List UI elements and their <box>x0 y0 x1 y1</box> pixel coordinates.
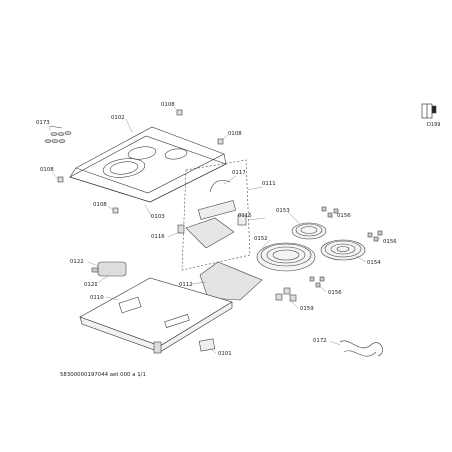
part-label: 0103 <box>151 214 165 220</box>
power-connector-0121 <box>91 261 127 277</box>
part-label: 0152 <box>254 236 268 242</box>
part-label: 0156 <box>337 213 351 219</box>
clip-0108-d <box>112 207 119 214</box>
connection-cables-0172 <box>339 340 383 357</box>
part-label: 0172 <box>313 338 327 344</box>
part-label: 0154 <box>367 260 381 266</box>
glass-ceramic-top <box>69 126 227 203</box>
housing-tray-0110 <box>79 277 233 354</box>
part-label: 0102 <box>111 115 125 121</box>
part-label: 0156 <box>383 239 397 245</box>
part-label: 0108 <box>40 167 54 173</box>
part-label: 0108 <box>161 102 175 108</box>
mounting-bracket-0112 <box>199 261 263 301</box>
document-id: 58300000197044 aet 000 a 1/1 <box>60 372 146 378</box>
terminal-blocks-0159 <box>275 287 297 302</box>
logo-code: D199 <box>427 122 441 128</box>
part-label: 0101 <box>218 351 232 357</box>
part-label: 0108 <box>228 131 242 137</box>
part-label: 0116 <box>151 234 165 240</box>
part-label: 0111 <box>262 181 276 187</box>
part-label: 0112 <box>179 282 193 288</box>
control-module-group <box>177 159 251 271</box>
document-card-0101 <box>198 338 216 352</box>
clip-0108-b <box>217 138 224 145</box>
leader-lines <box>48 106 381 354</box>
part-label: 0156 <box>328 290 342 296</box>
part-label: 0121 <box>84 282 98 288</box>
clip-0108-a <box>176 109 183 116</box>
part-label: 0153 <box>276 208 290 214</box>
part-label: 0110 <box>90 295 104 301</box>
heating-element-medium <box>320 239 366 261</box>
part-label: 0159 <box>300 306 314 312</box>
part-label: 0122 <box>70 259 84 265</box>
logo-symbol <box>421 103 437 119</box>
clip-0108-c <box>57 176 64 183</box>
screw-set-0173 <box>44 125 72 143</box>
part-label: 0108 <box>93 202 107 208</box>
part-label: 0115 <box>238 213 252 219</box>
part-label: 0173 <box>36 120 50 126</box>
heating-element-small <box>291 222 327 240</box>
part-label: 0117 <box>232 170 246 176</box>
heating-element-large <box>256 242 316 272</box>
